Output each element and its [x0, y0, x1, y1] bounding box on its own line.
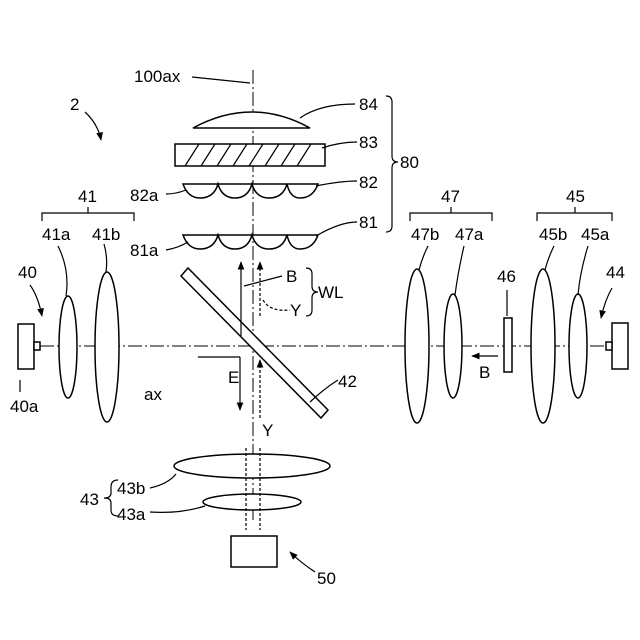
bracket-41 [42, 207, 134, 221]
label-y-upper: Y [290, 301, 301, 320]
label-43: 43 [80, 490, 99, 509]
lens-41a [59, 296, 77, 398]
label-82a: 82a [130, 186, 159, 205]
label-wl: WL [318, 283, 344, 302]
label-42: 42 [338, 372, 357, 391]
arrow-50 [290, 552, 315, 572]
leader-47a [455, 246, 464, 295]
label-82: 82 [359, 173, 378, 192]
leader-82a [166, 190, 186, 194]
arrow-40 [30, 285, 42, 316]
leader-83 [322, 142, 357, 148]
label-system: 2 [70, 95, 79, 114]
label-44: 44 [606, 263, 625, 282]
lens-45a [569, 294, 587, 398]
leader-81 [316, 222, 357, 236]
label-45: 45 [566, 187, 585, 206]
label-41: 41 [78, 187, 97, 206]
label-81a: 81a [130, 241, 159, 260]
emitter-40 [34, 342, 40, 350]
label-83: 83 [359, 133, 378, 152]
light-source-44 [612, 323, 628, 369]
label-y-lower: Y [262, 421, 273, 440]
leader-82 [316, 181, 357, 186]
bracket-45 [537, 207, 612, 221]
label-41a: 41a [42, 225, 71, 244]
label-43a: 43a [117, 505, 146, 524]
label-80: 80 [400, 153, 419, 172]
label-ax: ax [144, 385, 162, 404]
leader-45b [545, 246, 554, 270]
label-47b: 47b [411, 225, 439, 244]
arrow-44 [601, 288, 612, 318]
lens-array-81 [183, 235, 318, 249]
label-84: 84 [359, 95, 378, 114]
element-46 [504, 318, 512, 372]
dichroic-mirror-42 [181, 268, 328, 418]
lens-84 [193, 112, 310, 128]
lens-array-82 [183, 184, 318, 198]
leader-100ax [192, 77, 250, 83]
label-50: 50 [317, 569, 336, 588]
label-40: 40 [18, 263, 37, 282]
emitter-44 [606, 342, 612, 350]
leader-42 [310, 380, 338, 402]
label-b-upper: B [286, 267, 297, 286]
label-47a: 47a [455, 225, 484, 244]
label-100ax: 100ax [134, 67, 181, 86]
lens-41b [95, 272, 119, 422]
leader-84 [300, 104, 355, 118]
leader-81a [166, 242, 188, 250]
label-b-right: B [479, 363, 490, 382]
lens-43a [203, 494, 301, 510]
label-47: 47 [441, 187, 460, 206]
label-45b: 45b [539, 225, 567, 244]
lens-47a [444, 294, 462, 398]
lens-47b [405, 269, 429, 423]
leader-43a [150, 506, 205, 512]
bracket-wl [306, 268, 318, 316]
leader-41a [58, 246, 67, 296]
bracket-80 [386, 96, 398, 232]
leader-b-upper [244, 276, 282, 286]
lens-43b [174, 454, 330, 478]
detector-50 [231, 536, 277, 567]
label-e: E [228, 368, 239, 387]
label-41b: 41b [92, 225, 120, 244]
leader-2 [85, 112, 101, 140]
label-40a: 40a [10, 397, 39, 416]
label-45a: 45a [581, 225, 610, 244]
leader-47b [419, 246, 428, 270]
label-81: 81 [359, 213, 378, 232]
lens-45b [531, 269, 555, 423]
label-43b: 43b [117, 479, 145, 498]
leader-y-upper [263, 300, 290, 310]
label-46: 46 [497, 267, 516, 286]
leader-41b [104, 244, 107, 272]
leader-43b [150, 474, 176, 488]
bracket-47 [410, 207, 492, 221]
brace-43 [104, 480, 118, 516]
light-source-40 [18, 324, 34, 369]
leader-45a [578, 246, 588, 295]
